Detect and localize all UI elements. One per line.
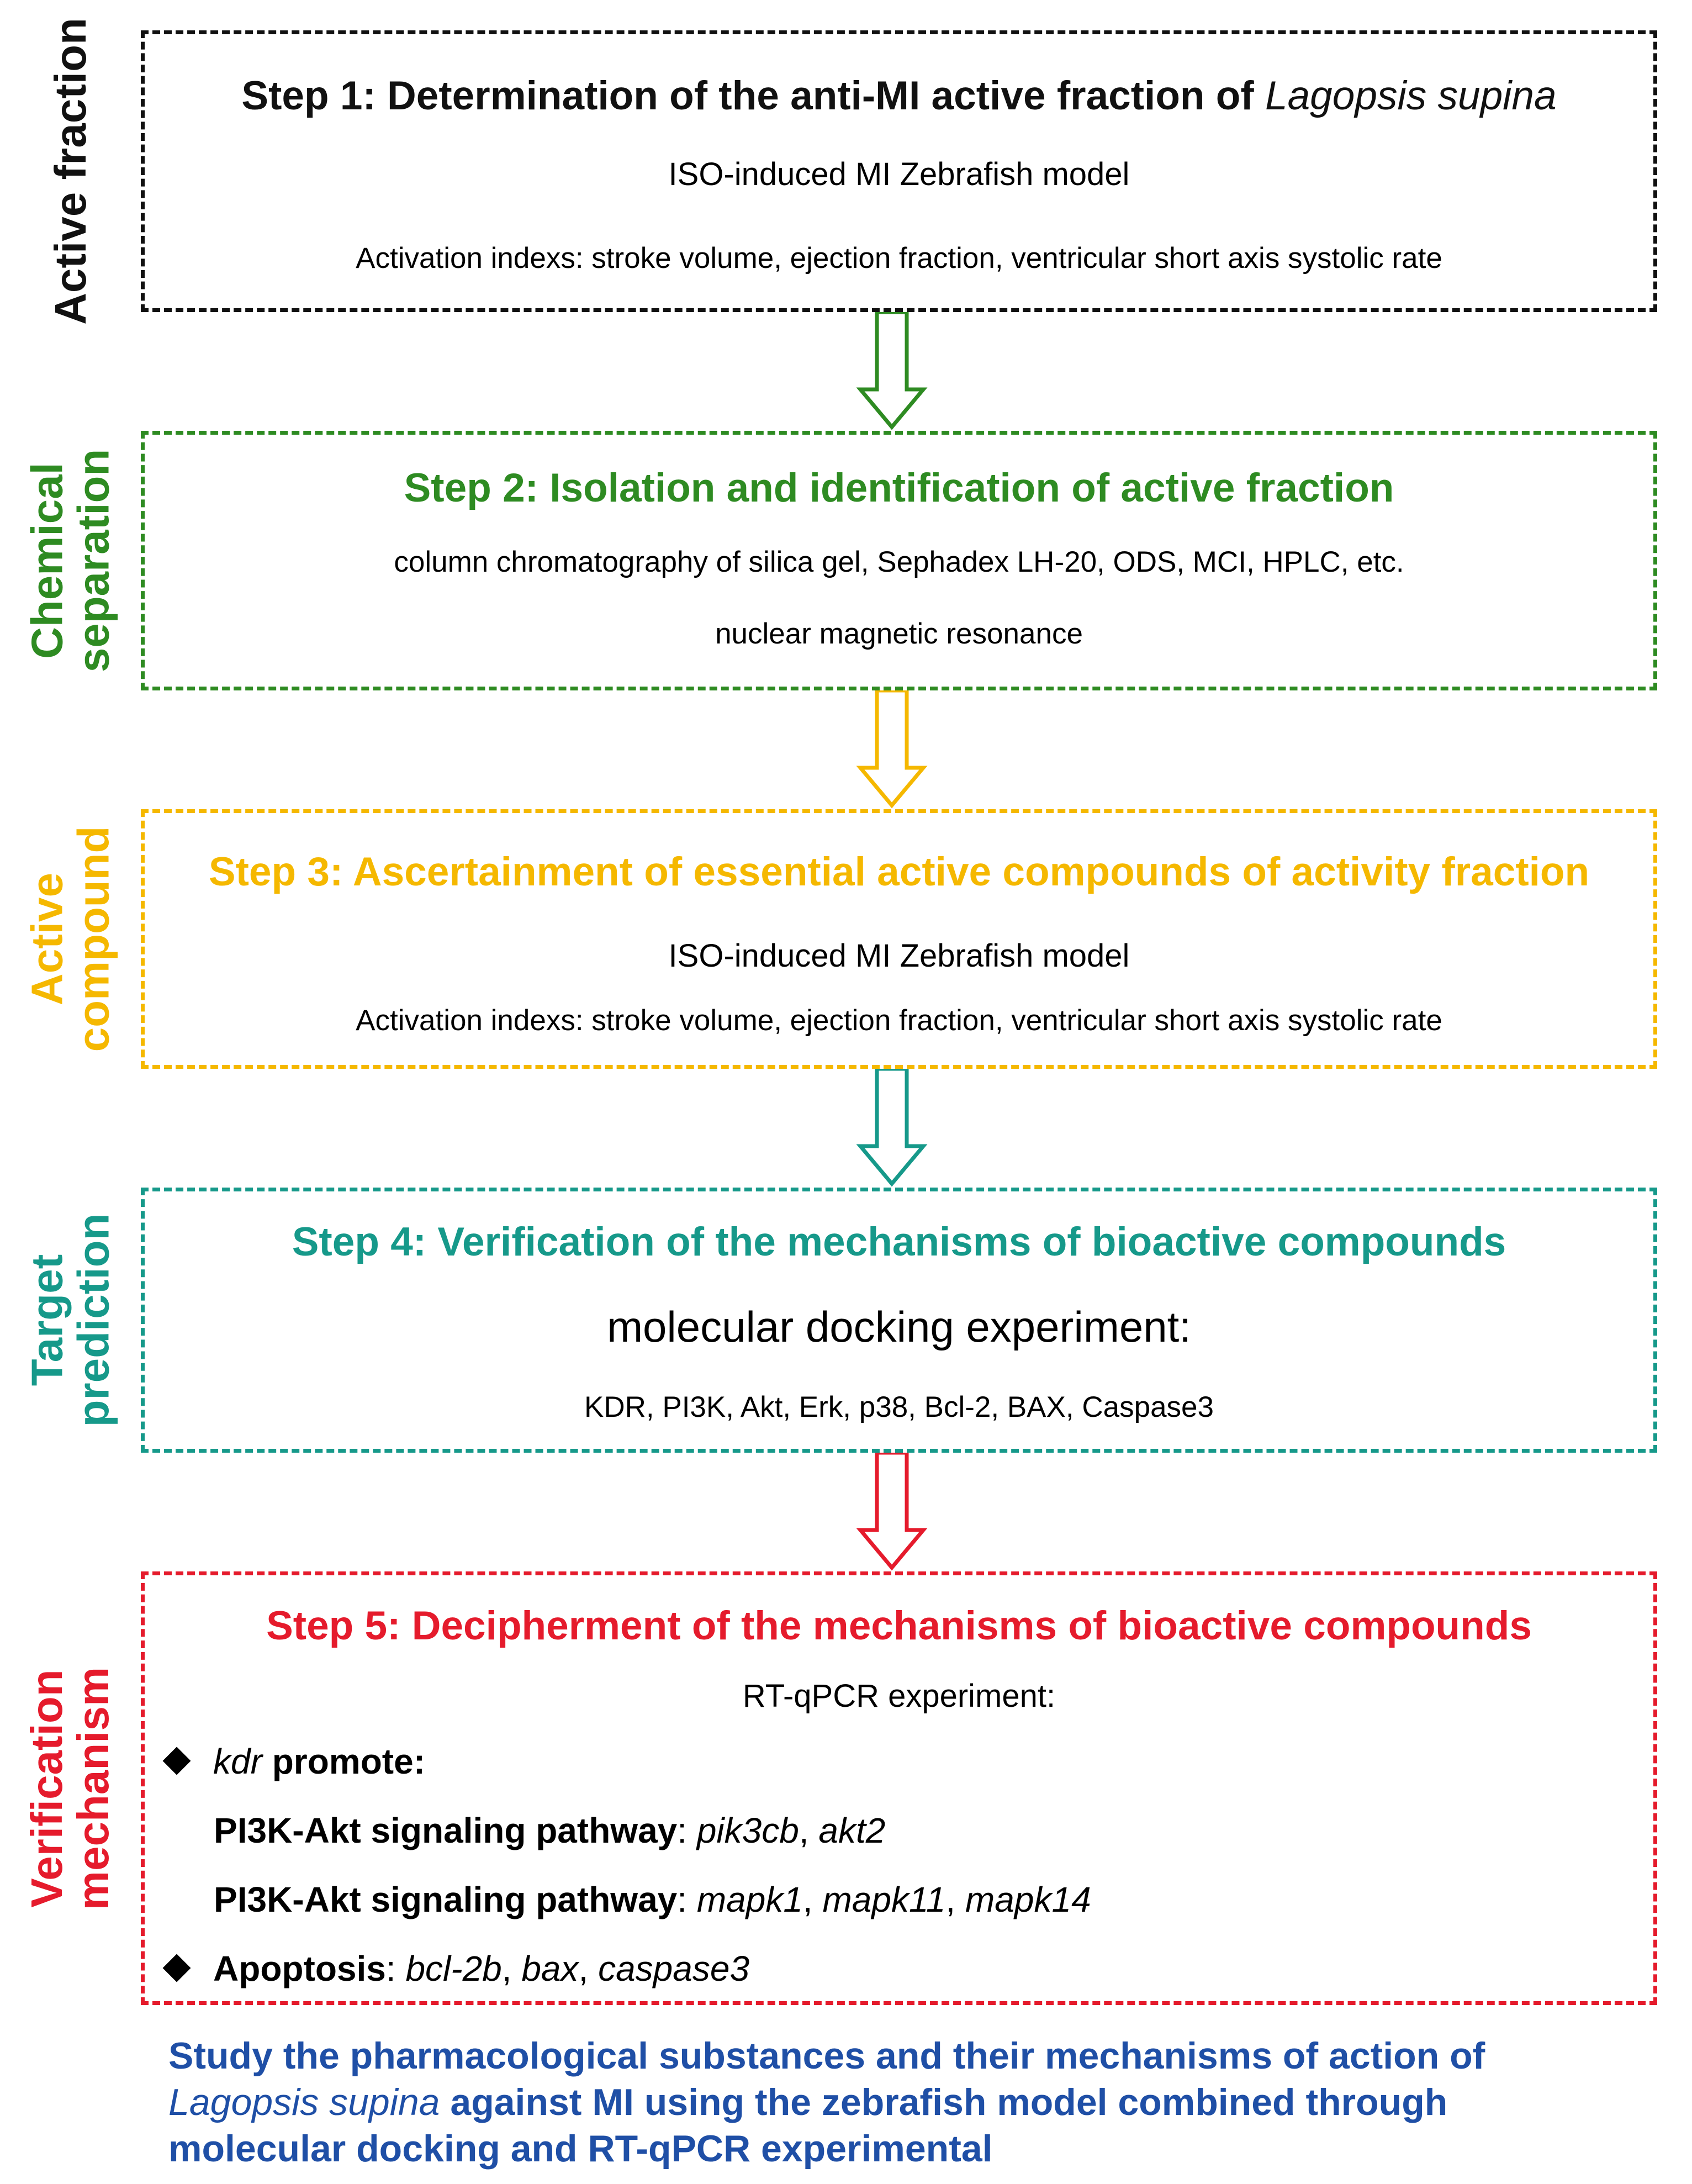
step3-box: Step 3: Ascertainment of essential activ… [141, 809, 1657, 1069]
arrow-down-icon [856, 312, 928, 430]
summary-text: Study the pharmacological substances and… [168, 2035, 1485, 2170]
step5-kdr-line: kdr promote: [162, 1741, 425, 1782]
side-label-active-fraction: Active fraction [45, 18, 95, 325]
arrow-down-icon [856, 1453, 928, 1571]
step3-title: Step 3: Ascertainment of essential activ… [208, 850, 1590, 894]
step1-indexes: Activation indexs: stroke volume, ejecti… [356, 242, 1442, 275]
diamond-bullet-icon [162, 1954, 191, 1982]
step2-nmr: nuclear magnetic resonance [715, 618, 1083, 650]
step2-methods: column chromatography of silica gel, Sep… [394, 546, 1404, 578]
step1-model: ISO-induced MI Zebrafish model [668, 156, 1130, 192]
step4-targets: KDR, PI3K, Akt, Erk, p38, Bcl-2, BAX, Ca… [584, 1391, 1214, 1423]
diamond-bullet-icon [162, 1747, 191, 1775]
step4-box: Step 4: Verification of the mechanisms o… [141, 1188, 1657, 1453]
step5-box: Step 5: Decipherment of the mechanisms o… [141, 1571, 1657, 2005]
step3-indexes: Activation indexs: stroke volume, ejecti… [356, 1004, 1442, 1037]
arrow-down-icon [856, 1069, 928, 1187]
arrow-down-icon [856, 690, 928, 809]
step5-title: Step 5: Decipherment of the mechanisms o… [266, 1603, 1532, 1648]
step2-title: Step 2: Isolation and identification of … [404, 466, 1394, 510]
step5-pathway1-line: PI3K-Akt signaling pathway: pik3cb, akt2 [214, 1811, 886, 1850]
step1-box: Step 1: Determination of the anti-MI act… [141, 30, 1657, 312]
step5-rtqpcr: RT-qPCR experiment: [742, 1678, 1056, 1714]
step5-apoptosis-line: Apoptosis: bcl-2b, bax, caspase3 [162, 1948, 749, 1989]
step4-title: Step 4: Verification of the mechanisms o… [292, 1220, 1506, 1264]
step2-box: Step 2: Isolation and identification of … [141, 431, 1657, 690]
step1-title: Step 1: Determination of the anti-MI act… [241, 73, 1557, 118]
step5-pathway2-line: PI3K-Akt signaling pathway: mapk1, mapk1… [214, 1880, 1091, 1919]
step3-model: ISO-induced MI Zebrafish model [668, 938, 1130, 974]
step4-docking: molecular docking experiment: [607, 1302, 1191, 1351]
